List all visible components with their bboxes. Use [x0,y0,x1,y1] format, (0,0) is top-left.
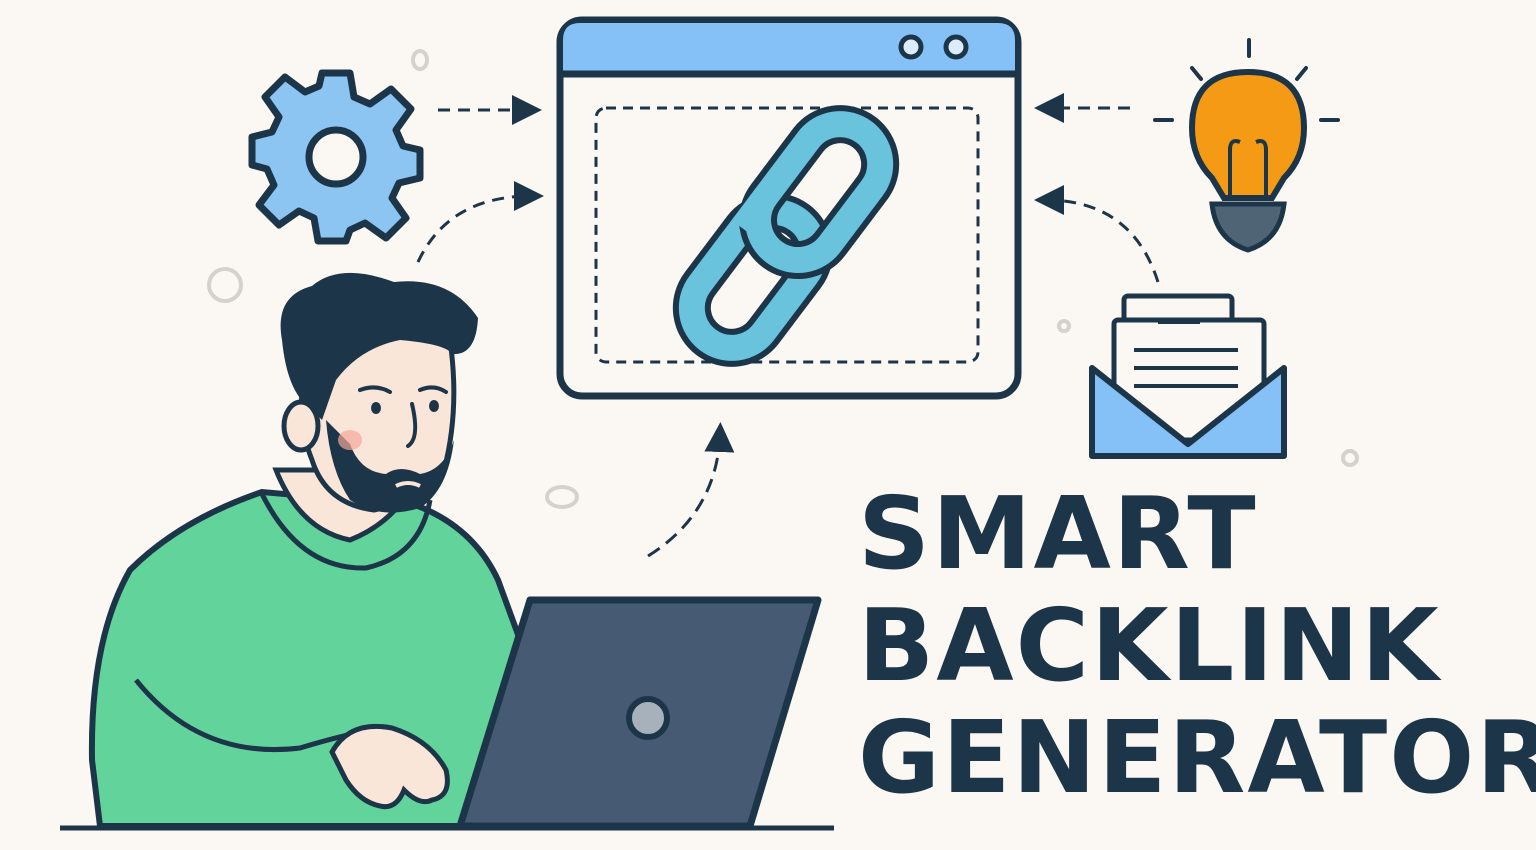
window-dot-icon [898,34,924,60]
arrow-person-to-window [647,422,735,558]
decorative-dots [207,49,1359,509]
envelope-letter-icon [1089,293,1287,459]
chain-link-icon [672,105,900,367]
headline-line-3: GENERATOR [858,699,1536,816]
headline-line-2: BACKLINK [858,587,1441,704]
arrow-bulb-to-window [1034,93,1160,283]
window-dot-icon [943,34,969,60]
person-illustration [88,272,524,829]
arrow-gear-to-window [416,95,544,263]
lightbulb-icon [1153,38,1340,253]
headline-line-1: SMART [858,475,1258,592]
gear-icon [248,69,424,245]
laptop-logo-icon [626,696,670,740]
headline: SMART BACKLINK GENERATOR [858,475,1536,816]
